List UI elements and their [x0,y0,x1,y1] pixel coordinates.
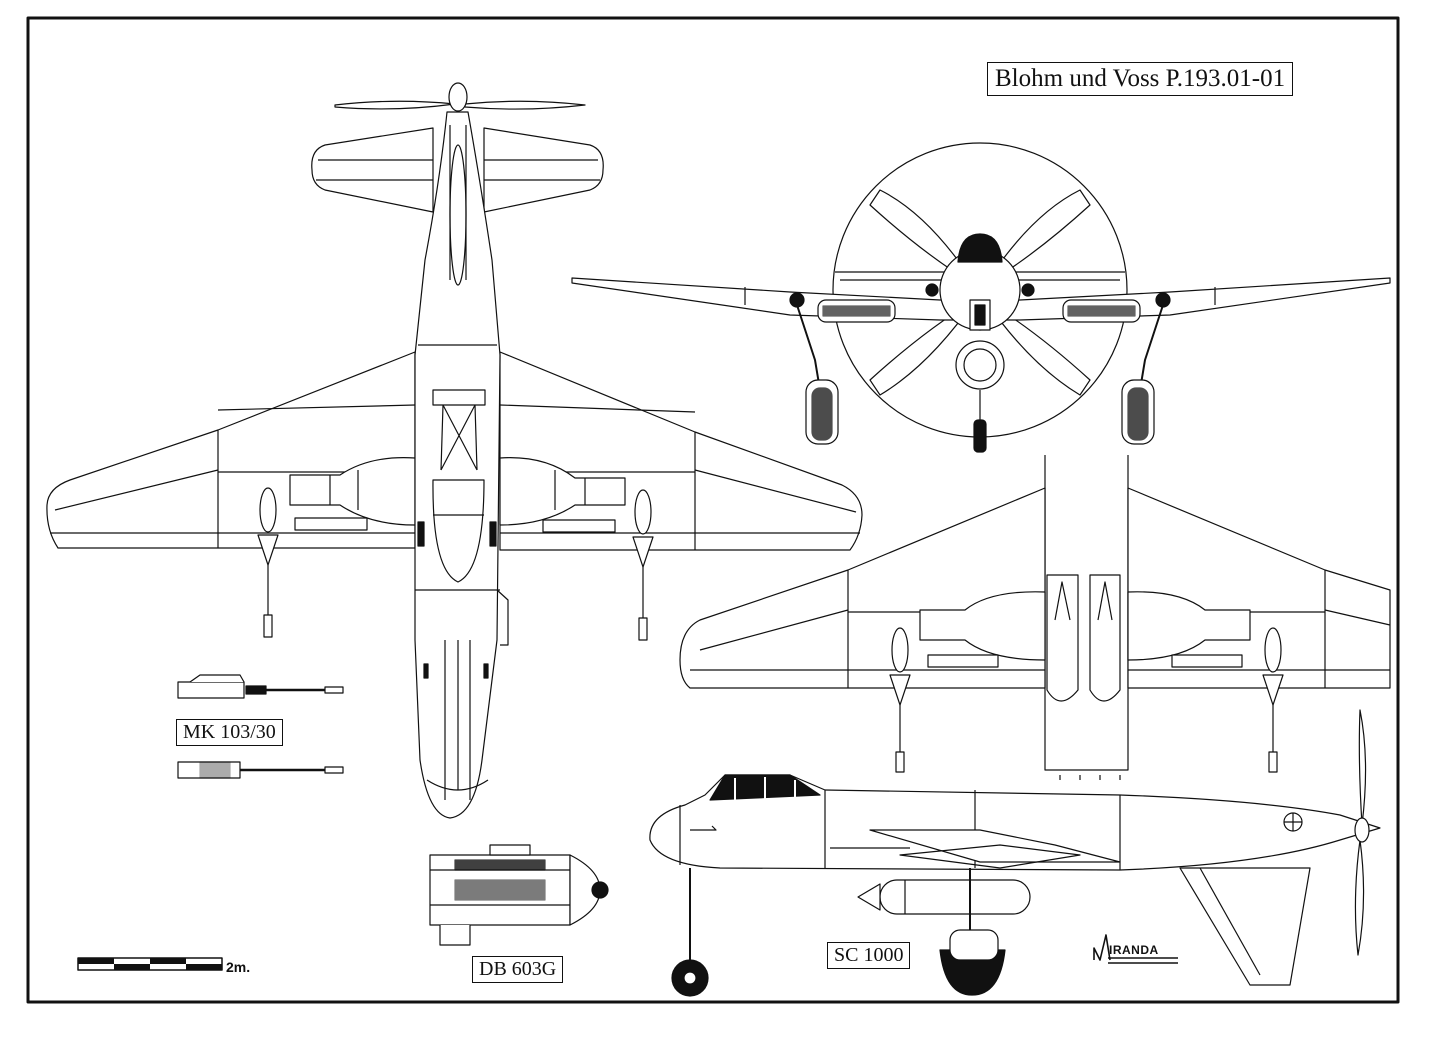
top-view-ducts [289,457,626,533]
side-view-fuselage [649,774,1381,871]
bomb-label: SC 1000 [827,942,911,969]
sheet-border [26,16,1400,1004]
top-view-propeller [334,82,586,112]
front-view-main-gear [789,292,1171,445]
front-view-radiators [817,299,1141,323]
top-view-tailplane [311,127,604,213]
side-view-main-gear [939,868,1006,996]
mk103-cannon-sketches [177,674,344,779]
engine-label: DB 603G [472,956,564,983]
artist-signature-mark [1093,934,1178,964]
side-view [649,709,1381,997]
side-view-propeller [1358,709,1367,826]
top-view [46,82,863,819]
top-view-cannon-pods [257,487,654,641]
front-view-wing [571,277,1391,321]
drawing-title: Blohm und Voss P.193.01-01 [987,62,1294,96]
front-view-fuselage [925,233,1035,453]
artist-signature: IRANDA [1109,943,1159,957]
side-view-bomb [879,879,1031,915]
under-view [679,455,1391,780]
side-view-tail [1179,867,1311,986]
front-view [571,142,1391,453]
scale-bar [77,957,223,971]
side-view-roundel [1283,812,1303,832]
top-view-fuselage [414,111,509,819]
cannon-label: MK 103/30 [176,719,283,746]
scale-bar-label: 2m. [226,959,251,975]
side-view-nose-gear [671,868,709,997]
db603-engine-sketch [429,844,609,946]
